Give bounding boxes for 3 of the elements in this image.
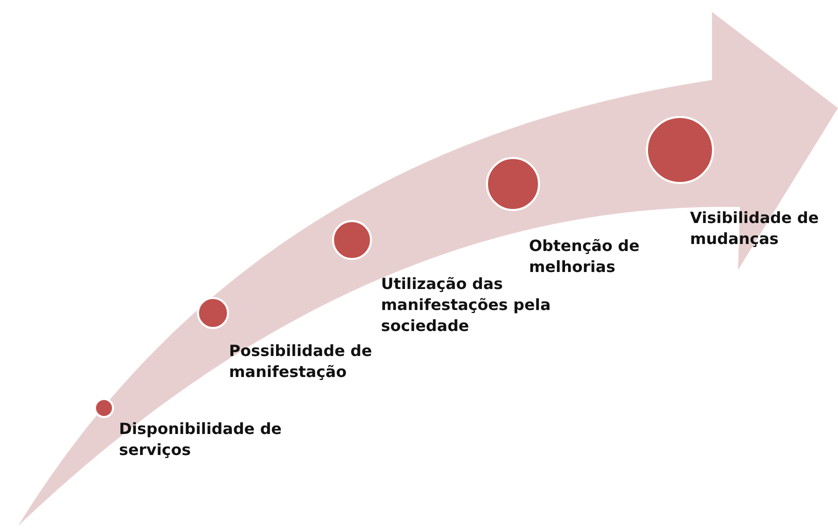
step-label: Possibilidade de manifestação (229, 341, 373, 383)
step-label: Visibilidade de mudanças (690, 208, 820, 250)
step-label: Disponibilidade de serviços (119, 419, 283, 461)
